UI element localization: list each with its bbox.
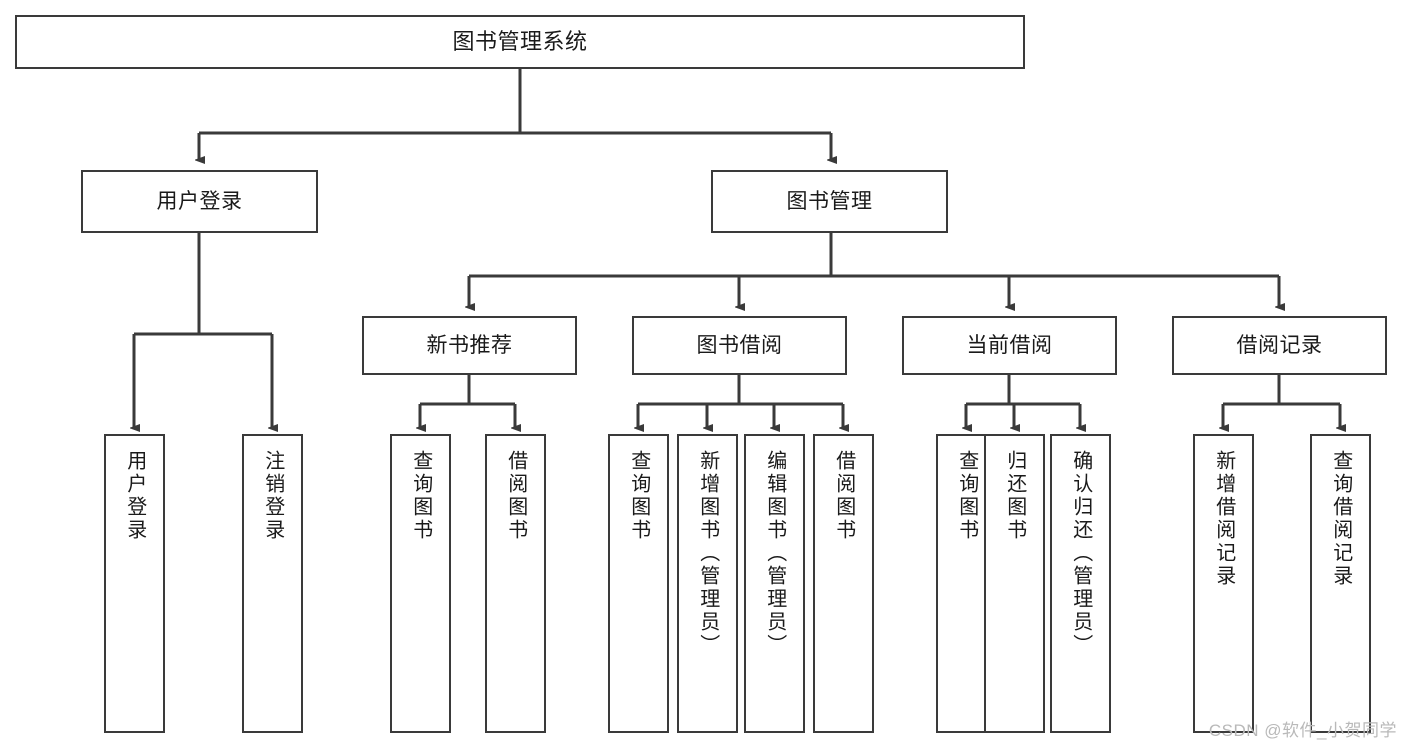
node-label: 查询图书 — [409, 450, 432, 542]
node-leaf-return-book[interactable]: 归还图书 — [984, 434, 1045, 733]
node-label: 新增借阅记录 — [1212, 450, 1235, 588]
node-leaf-edit-book[interactable]: 编辑图书（管理员） — [744, 434, 805, 733]
node-label: 借阅记录 — [1236, 333, 1323, 357]
node-leaf-query-book-2[interactable]: 查询图书 — [608, 434, 669, 733]
node-book-borrow[interactable]: 图书借阅 — [632, 316, 847, 375]
node-label: 确认归还（管理员） — [1069, 450, 1092, 657]
node-leaf-user-login[interactable]: 用户登录 — [104, 434, 165, 733]
node-leaf-borrow-book-1[interactable]: 借阅图书 — [485, 434, 546, 733]
node-current-borrow[interactable]: 当前借阅 — [902, 316, 1117, 375]
node-leaf-confirm-return[interactable]: 确认归还（管理员） — [1050, 434, 1111, 733]
node-label: 图书管理系统 — [452, 28, 588, 54]
node-leaf-add-record[interactable]: 新增借阅记录 — [1193, 434, 1254, 733]
node-label: 查询图书 — [627, 450, 650, 542]
node-leaf-logout-login[interactable]: 注销登录 — [242, 434, 303, 733]
node-label: 归还图书 — [1003, 450, 1026, 542]
node-new-book-recommend[interactable]: 新书推荐 — [362, 316, 577, 375]
node-borrow-record[interactable]: 借阅记录 — [1172, 316, 1387, 375]
node-leaf-query-record[interactable]: 查询借阅记录 — [1310, 434, 1371, 733]
node-leaf-borrow-book-2[interactable]: 借阅图书 — [813, 434, 874, 733]
node-user-login[interactable]: 用户登录 — [81, 170, 318, 233]
watermark-text: CSDN @软件_小贺同学 — [1208, 721, 1397, 740]
node-label: 当前借阅 — [966, 333, 1053, 357]
node-root-book-management-system[interactable]: 图书管理系统 — [15, 15, 1025, 69]
node-label: 图书借阅 — [696, 333, 783, 357]
node-label: 编辑图书（管理员） — [763, 450, 786, 657]
node-label: 新增图书（管理员） — [696, 450, 719, 657]
node-label: 查询借阅记录 — [1329, 450, 1352, 588]
node-label: 用户登录 — [123, 450, 146, 542]
node-leaf-query-book-1[interactable]: 查询图书 — [390, 434, 451, 733]
node-leaf-add-book[interactable]: 新增图书（管理员） — [677, 434, 738, 733]
node-label: 查询图书 — [955, 450, 978, 542]
node-label: 注销登录 — [261, 450, 284, 542]
node-label: 图书管理 — [786, 189, 873, 213]
node-label: 借阅图书 — [504, 450, 527, 542]
node-label: 用户登录 — [156, 189, 243, 213]
node-label: 新书推荐 — [426, 333, 513, 357]
node-book-management[interactable]: 图书管理 — [711, 170, 948, 233]
node-label: 借阅图书 — [832, 450, 855, 542]
